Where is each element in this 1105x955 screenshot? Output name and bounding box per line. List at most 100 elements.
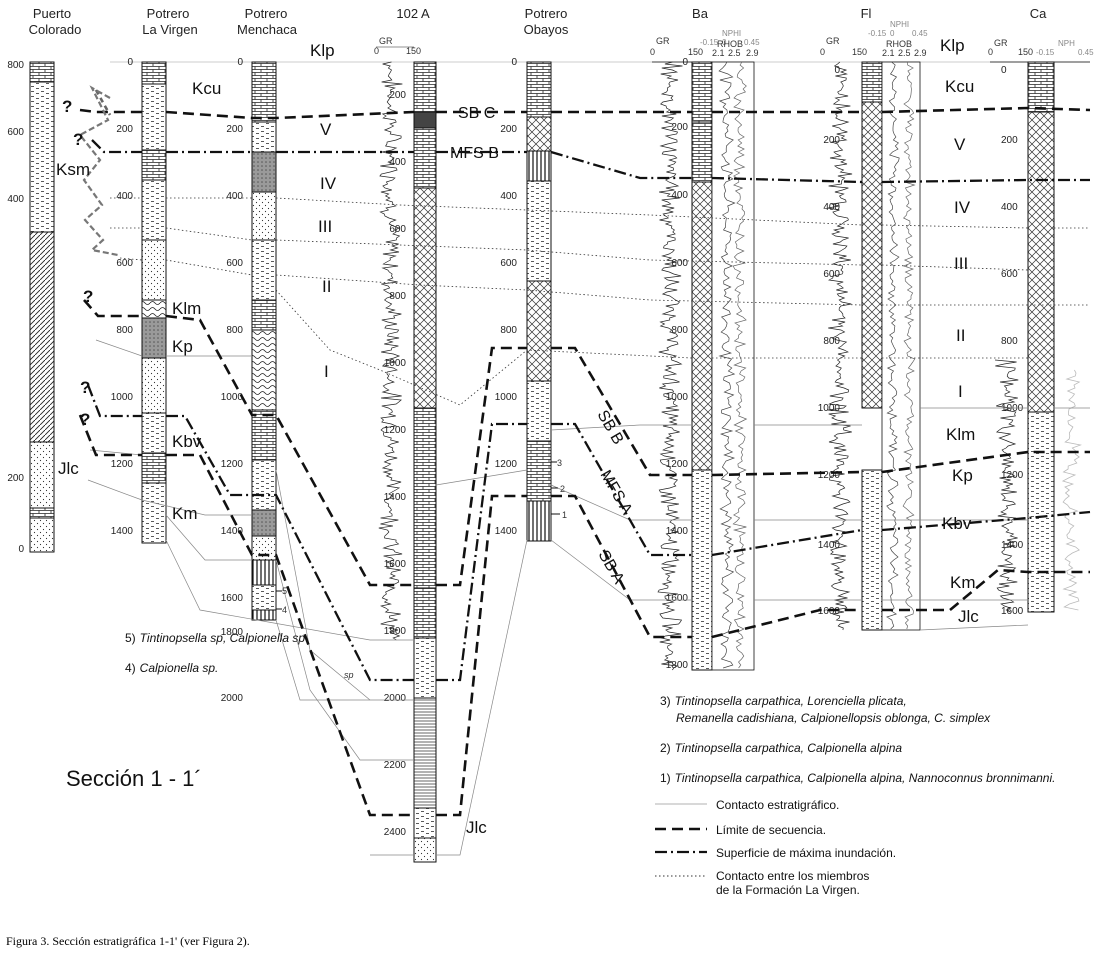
member-label-v-1: V [320, 120, 332, 139]
well-header-obayos-2: Obayos [524, 22, 569, 37]
log-header-gr-ca: GR [994, 38, 1008, 48]
depth-label-ca-4: 800 [1001, 336, 1018, 347]
member-label-ii-2: II [956, 326, 965, 345]
depth-label-ba-4: 800 [671, 325, 688, 336]
depth-label-pc-1: 600 [7, 127, 24, 138]
depth-label-w102-5: 1200 [384, 425, 407, 436]
column-102a [413, 61, 437, 863]
gr-curve-102a [378, 61, 403, 641]
legend-label-mfs: Superficie de máxima inundación. [716, 846, 896, 860]
member-label-iv-1: IV [320, 174, 337, 193]
question-mark-3: ? [83, 287, 93, 306]
depth-label-ca-6: 1200 [1001, 470, 1024, 481]
surface-label-sba: SB A [595, 548, 628, 588]
depth-label-w102-8: 1800 [384, 626, 407, 637]
log-scale-ba-max: 150 [688, 47, 703, 57]
unit-label-klp-2: Klp [940, 36, 965, 55]
log-header-rhob-fl: RHOB [886, 39, 912, 49]
depth-label-lv-6: 1200 [111, 459, 134, 470]
stratigraphic-contacts [87, 339, 1090, 856]
depth-label-me-10: 2000 [221, 693, 244, 704]
fossil-note-3b: Remanella cadishiana, Calpionellopsis ob… [676, 711, 991, 725]
log-scale-102a-min: 0 [374, 46, 379, 56]
fossil-note-1: 1)Tintinopsella carpathica, Calpionella … [660, 771, 1055, 785]
depth-label-fl-4: 800 [823, 336, 840, 347]
depth-label-w102-4: 1000 [384, 358, 407, 369]
depth-label-pc-2: 400 [7, 194, 24, 205]
question-mark-4: ? [80, 378, 90, 397]
depth-label-lv-4: 800 [116, 325, 133, 336]
depth-label-fl-1: 200 [823, 135, 840, 146]
log-header-rhob-ba: RHOB [717, 39, 743, 49]
well-header-la-virgen-1: Potrero [147, 6, 190, 21]
depth-label-ob-7: 1400 [495, 526, 518, 537]
log-scale-ca-max: 150 [1018, 47, 1033, 57]
depth-label-fl-0: 0 [834, 65, 840, 76]
member-label-iii-1: III [318, 217, 332, 236]
well-header-ca: Ca [1030, 6, 1047, 21]
depth-label-ob-2: 400 [500, 191, 517, 202]
well-header-ba: Ba [692, 6, 709, 21]
depth-label-me-7: 1400 [221, 526, 244, 537]
depth-label-fl-5: 1000 [818, 403, 841, 414]
depth-label-me-5: 1000 [221, 392, 244, 403]
gr-curve-fl [827, 61, 853, 631]
ksm-facies-zigzag [78, 85, 119, 257]
log-scale-ca-nph-min: -0.15 [1036, 48, 1055, 57]
member-label-i-1: I [324, 362, 329, 381]
log-scale-102a-max: 150 [406, 46, 421, 56]
surface-label-mfsa: MFS A [597, 468, 636, 518]
log-scale-fl-nphi-max: 0.45 [912, 29, 928, 38]
legend-label-contact: Contacto estratigráfico. [716, 798, 839, 812]
member-label-ii-1: II [322, 277, 331, 296]
unit-label-km-2: Km [950, 573, 976, 592]
log-scale-ba-nphi-mid: 0 [722, 38, 727, 47]
sequence-boundaries [78, 89, 1091, 817]
log-scale-ba-rhob-max: 2.9 [746, 48, 759, 58]
log-scale-fl-rhob-mid: 2.5 [898, 48, 911, 58]
depth-label-w102-3: 800 [389, 291, 406, 302]
well-header-menchaca-1: Potrero [245, 6, 288, 21]
depth-label-w102-6: 1400 [384, 492, 407, 503]
depth-label-ob-0: 0 [511, 57, 517, 68]
depth-label-ob-4: 800 [500, 325, 517, 336]
nph-curve-ca [1061, 369, 1082, 611]
question-mark-2: ? [73, 130, 83, 149]
log-header-gr-fl: GR [826, 36, 840, 46]
depth-label-fl-8: 1600 [818, 606, 841, 617]
depth-label-pc-3: 200 [7, 473, 24, 484]
unit-label-jlc-2: Jlc [466, 818, 487, 837]
depth-label-ba-2: 400 [671, 190, 688, 201]
log-scale-fl-min: 0 [820, 47, 825, 57]
log-scale-ba-min: 0 [650, 47, 655, 57]
gr-curve-ca [994, 359, 1019, 613]
unit-label-km-1: Km [172, 504, 198, 523]
unit-label-kcu-1: Kcu [192, 79, 221, 98]
depth-scales: 8006004002000020040060080010001200140002… [7, 57, 1023, 838]
depth-label-lv-0: 0 [127, 57, 133, 68]
depth-label-me-1: 200 [226, 124, 243, 135]
fossil-marker-1: 1 [562, 510, 567, 520]
unit-label-klm-1: Klm [172, 299, 201, 318]
member-label-i-2: I [958, 382, 963, 401]
depth-label-w102-7: 1600 [384, 559, 407, 570]
log-tracks-fl [861, 61, 921, 631]
depth-label-lv-5: 1000 [111, 392, 134, 403]
surface-label-mfsb: MFS B [450, 145, 499, 162]
question-mark-1: ? [62, 97, 72, 116]
unit-label-jlc-1: Jlc [58, 459, 79, 478]
depth-label-me-8: 1600 [221, 593, 244, 604]
depth-label-w102-1: 400 [389, 157, 406, 168]
unit-label-kbv-1: Kbv [172, 432, 202, 451]
depth-label-me-0: 0 [237, 57, 243, 68]
depth-label-pc-0: 800 [7, 60, 24, 71]
depth-label-ba-8: 1600 [666, 593, 689, 604]
unit-label-jlc-3: Jlc [958, 607, 979, 626]
depth-label-ob-6: 1200 [495, 459, 518, 470]
log-scale-fl-rhob-max: 2.9 [914, 48, 927, 58]
unit-label-kp-2: Kp [952, 466, 973, 485]
unit-label-kp-1: Kp [172, 337, 193, 356]
depth-label-w102-10: 2200 [384, 760, 407, 771]
depth-label-ca-2: 400 [1001, 202, 1018, 213]
maximum-flooding-surfaces [86, 139, 1091, 682]
